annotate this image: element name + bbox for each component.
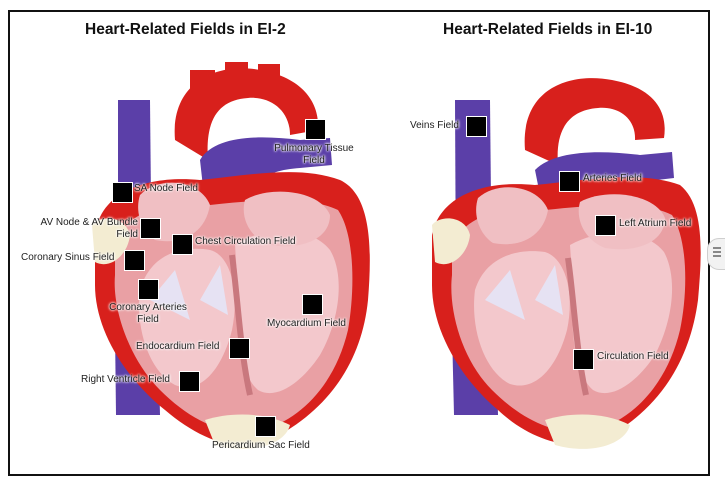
right-ventricle-label: Right Ventricle Field (81, 374, 170, 385)
menu-icon (713, 247, 721, 249)
pulmonary-tissue-marker (305, 119, 326, 140)
right-panel-title: Heart-Related Fields in EI-10 (443, 21, 653, 38)
left-atrium-label: Left Atrium Field (619, 218, 692, 229)
coronary-arteries-label: Coronary Arteries Field (100, 302, 196, 326)
coronary-arteries-label-line2: Field (137, 314, 159, 325)
side-panel-toggle[interactable] (707, 238, 725, 270)
coronary-arteries-label-line1: Coronary Arteries (109, 302, 187, 313)
coronary-sinus-label: Coronary Sinus Field (21, 252, 115, 263)
circulation-label: Circulation Field (597, 351, 669, 362)
left-atrium-marker (595, 215, 616, 236)
sa-node-marker (112, 182, 133, 203)
pulmonary-tissue-label-line1: Pulmonary Tissue (274, 143, 354, 154)
av-node-label: AV Node & AV Bundle Field (22, 217, 138, 241)
veins-label: Veins Field (410, 120, 459, 131)
endocardium-marker (229, 338, 250, 359)
circulation-marker (573, 349, 594, 370)
chest-circulation-marker (172, 234, 193, 255)
coronary-arteries-marker (138, 279, 159, 300)
sa-node-label: SA Node Field (134, 183, 198, 194)
myocardium-marker (302, 294, 323, 315)
coronary-sinus-marker (124, 250, 145, 271)
av-node-label-line2: Field (116, 229, 138, 240)
myocardium-label: Myocardium Field (267, 318, 346, 329)
av-node-marker (140, 218, 161, 239)
pericardium-sac-label: Pericardium Sac Field (212, 440, 310, 451)
endocardium-label: Endocardium Field (136, 341, 220, 352)
pulmonary-tissue-label-line2: Field (303, 155, 325, 166)
av-node-label-line1: AV Node & AV Bundle (40, 217, 138, 228)
arteries-marker (559, 171, 580, 192)
chest-circulation-label: Chest Circulation Field (195, 236, 296, 247)
left-panel-title: Heart-Related Fields in EI-2 (85, 21, 286, 38)
arteries-label: Arteries Field (583, 173, 642, 184)
veins-marker (466, 116, 487, 137)
right-ventricle-marker (179, 371, 200, 392)
pulmonary-tissue-label: Pulmonary Tissue Field (268, 143, 360, 167)
pericardium-sac-marker (255, 416, 276, 437)
